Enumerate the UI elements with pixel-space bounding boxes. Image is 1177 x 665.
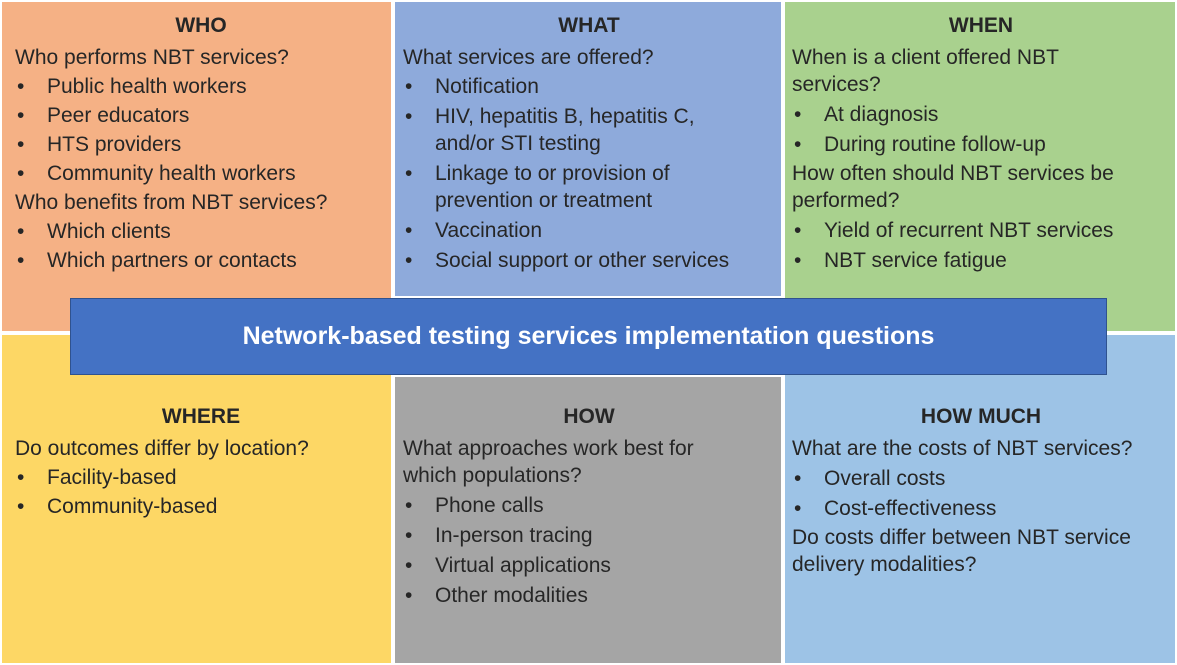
how-item: Other modalities (403, 582, 775, 609)
what-item: HIV, hepatitis B, hepatitis C, and/or ST… (403, 103, 725, 157)
how-much-question-2: Do costs differ between NBT service deli… (792, 526, 1131, 576)
what-item: Linkage to or provision of prevention or… (403, 160, 725, 214)
when-heading: WHEN (948, 14, 1014, 37)
who-item: Community health workers (15, 160, 387, 187)
when-item: NBT service fatigue (792, 247, 1170, 274)
what-heading: WHAT (558, 14, 620, 37)
how-item: Virtual applications (403, 552, 775, 579)
what-question-1: What services are offered? (403, 46, 654, 69)
where-item: Facility-based (15, 464, 387, 491)
where-item: Community-based (15, 493, 387, 520)
who-quadrant: WHO Who performs NBT services? Public he… (0, 0, 393, 333)
when-question-2: How often should NBT services be perform… (792, 162, 1114, 212)
how-much-item: Cost-effectiveness (792, 495, 1170, 522)
who-item: HTS providers (15, 131, 387, 158)
who-item: Which partners or contacts (15, 247, 387, 274)
how-item: In-person tracing (403, 522, 775, 549)
title-banner: Network-based testing services implement… (70, 298, 1107, 375)
how-much-heading: HOW MUCH (920, 405, 1042, 428)
when-question-1: When is a client offered NBT services? (792, 46, 1059, 96)
when-item: At diagnosis (792, 101, 1170, 128)
how-quadrant: HOW What approaches work best for which … (393, 375, 783, 665)
who-item: Peer educators (15, 102, 387, 129)
where-question-1: Do outcomes differ by location? (15, 437, 309, 460)
where-heading: WHERE (161, 405, 241, 428)
who-heading: WHO (175, 14, 227, 37)
how-heading: HOW (563, 405, 615, 428)
who-item: Public health workers (15, 73, 387, 100)
what-quadrant: WHAT What services are offered? Notifica… (393, 0, 783, 298)
who-question-1: Who performs NBT services? (15, 46, 289, 69)
how-much-item: Overall costs (792, 465, 1170, 492)
who-question-2: Who benefits from NBT services? (15, 191, 328, 214)
what-item: Social support or other services (403, 247, 775, 274)
how-much-quadrant: HOW MUCH What are the costs of NBT servi… (783, 333, 1177, 665)
how-item: Phone calls (403, 492, 775, 519)
what-item: Vaccination (403, 217, 775, 244)
how-question-1: What approaches work best for which popu… (403, 437, 694, 487)
what-item: Notification (403, 73, 775, 100)
who-item: Which clients (15, 218, 387, 245)
when-item: During routine follow-up (792, 131, 1170, 158)
how-much-question-1: What are the costs of NBT services? (792, 437, 1133, 460)
when-quadrant: WHEN When is a client offered NBT servic… (783, 0, 1177, 333)
diagram-title: Network-based testing services implement… (242, 322, 935, 350)
when-item: Yield of recurrent NBT services (792, 217, 1170, 244)
where-quadrant: WHERE Do outcomes differ by location? Fa… (0, 333, 393, 665)
